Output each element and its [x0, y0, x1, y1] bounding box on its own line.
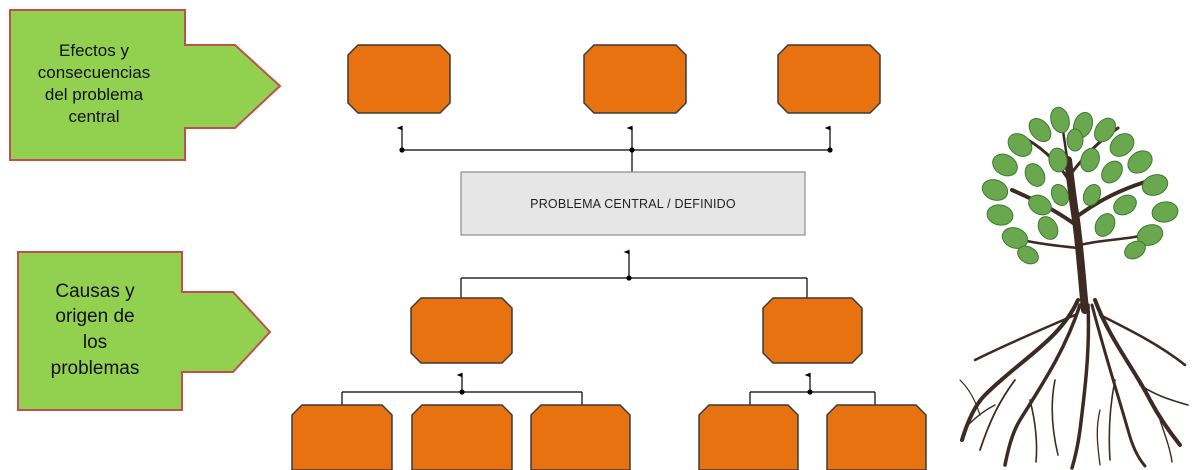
central-problem-label: PROBLEMA CENTRAL / DEFINIDO	[530, 196, 736, 211]
sub-cause-box-1	[291, 404, 393, 470]
upper-junctions	[399, 147, 833, 153]
tree-illustration	[959, 106, 1189, 470]
tree-leaves	[981, 106, 1179, 265]
effects-arrow-fix	[9, 9, 282, 161]
cause-boxes	[410, 297, 863, 364]
middle-connectors	[460, 249, 808, 298]
effects-label: Efectos y consecuencias del problema cen…	[37, 40, 151, 127]
sub-cause-boxes	[291, 404, 927, 470]
lower-junctions	[459, 389, 813, 395]
cause-box-2	[762, 297, 863, 364]
causes-label: Causas y origen de los problemas	[50, 280, 140, 379]
effect-box-3	[777, 44, 881, 114]
effect-box-1	[347, 44, 451, 114]
tree-roots	[959, 298, 1189, 470]
sub-cause-box-4	[698, 404, 799, 470]
sub-cause-box-2	[411, 404, 513, 470]
upper-connectors	[396, 125, 831, 172]
central-problem-box	[460, 171, 806, 236]
effect-box-2	[583, 44, 687, 114]
middle-junction	[626, 275, 632, 281]
cause-box-1	[410, 297, 513, 364]
effect-boxes	[347, 44, 881, 114]
causes-arrow-shape	[17, 251, 272, 411]
sub-cause-box-5	[826, 404, 927, 470]
lower-connectors	[341, 372, 876, 405]
sub-cause-box-3	[530, 404, 631, 470]
